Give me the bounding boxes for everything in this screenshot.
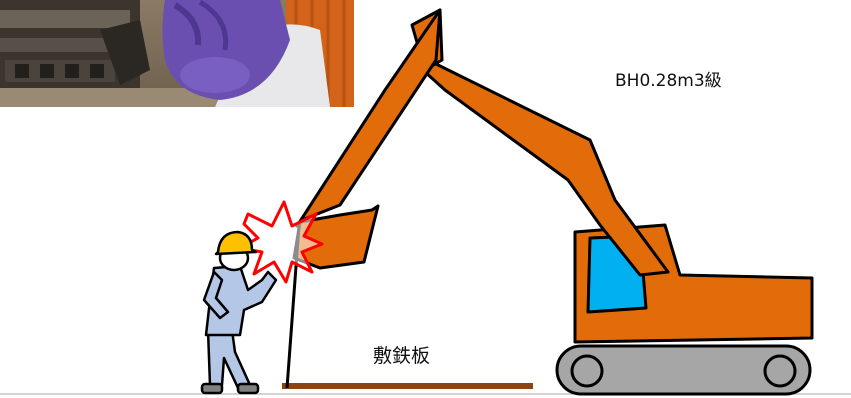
helmet-icon [214,230,258,256]
worker-figure [200,230,278,395]
crawler-track [555,344,812,396]
worker-arm [202,270,230,320]
excavator [285,8,814,396]
excavator-boom [416,40,670,277]
worker-legs [206,328,252,390]
worker-shoe-left [200,382,224,395]
steel-plate [282,383,533,389]
worker-torso [204,264,278,337]
excavator-model-label: BH0.28m3級 [615,71,722,91]
excavator-bucket-photo [0,0,354,107]
steel-plate-label: 敷鉄板 [373,345,431,367]
worker-shoe-right [236,382,260,395]
